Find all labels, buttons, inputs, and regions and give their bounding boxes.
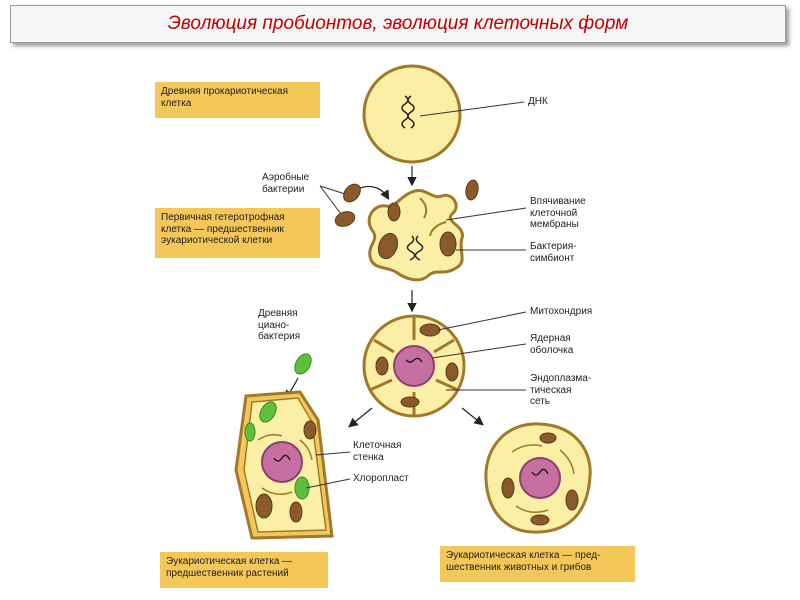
label-mitochondrion: Митохондрия	[530, 306, 593, 317]
mitochondrion	[419, 323, 441, 337]
cyanobacterium	[294, 353, 312, 375]
aerobic-bacterium	[343, 183, 361, 203]
chloroplast	[259, 401, 277, 423]
dna-strand	[401, 95, 409, 129]
label-invagination: Впячивание клеточной мембраны	[530, 196, 586, 230]
label-symbiont: Бактерия- симбионт	[530, 241, 577, 264]
stage-label-ancient: Древняя прокариотическая клетка	[161, 86, 289, 109]
stage-box-primary: Первичная гетеротрофная клетка — предшес…	[155, 208, 320, 258]
label-chloroplast: Хлоропласт	[353, 473, 409, 484]
title-bar: Эволюция пробионтов, эволюция клеточных …	[10, 5, 786, 43]
stage-box-ancient: Древняя прокариотическая клетка	[155, 82, 320, 118]
stage-box-plant: Эукариотическая клетка — предшественник …	[160, 552, 328, 588]
primary-cell	[367, 189, 464, 282]
animal-cell	[484, 422, 592, 534]
stage-box-animal: Эукариотическая клетка — пред- шественни…	[440, 546, 635, 582]
eukaryote-cell	[362, 314, 466, 418]
stage-label-animal: Эукариотическая клетка — пред- шественни…	[446, 550, 601, 573]
nucleus	[393, 345, 435, 387]
label-cyanobacterium: Древняя циано- бактерия	[258, 308, 301, 342]
label-aerobic-bacteria: Аэробные бактерии	[262, 172, 310, 195]
label-dna: ДНК	[528, 96, 548, 107]
symbiont-bacterium	[377, 232, 399, 260]
label-cell-wall: Клеточная стенка	[353, 440, 402, 463]
stage-label-primary: Первичная гетеротрофная клетка — предшес…	[161, 212, 285, 246]
plant-cell	[234, 390, 334, 540]
label-nuclear-envelope: Ядерная оболочка	[530, 333, 574, 356]
label-er: Эндоплазма- тическая сеть	[530, 373, 592, 407]
prokaryote-cell	[362, 64, 462, 164]
stage-label-plant: Эукариотическая клетка — предшественник …	[166, 556, 293, 579]
page-title: Эволюция пробионтов, эволюция клеточных …	[167, 13, 629, 34]
